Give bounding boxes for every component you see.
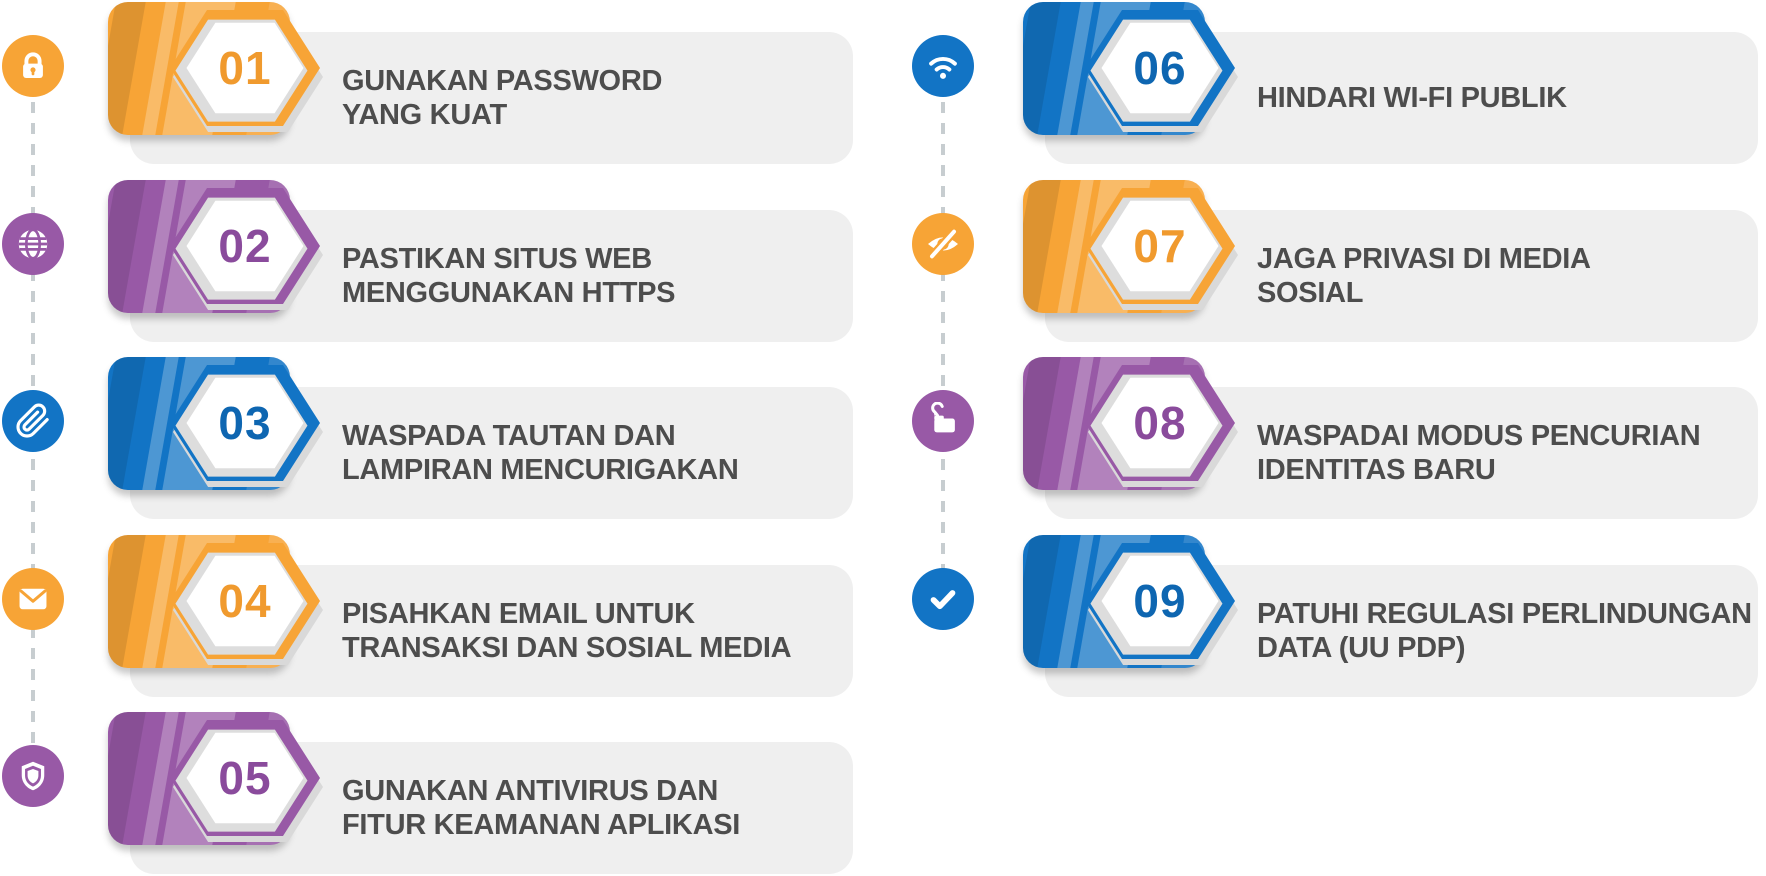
hexagon-badge <box>1085 543 1238 665</box>
hexagon-badge <box>1085 188 1238 310</box>
eye-slash-icon <box>912 213 974 275</box>
step-number: 08 <box>1133 397 1187 449</box>
hexagon-badge <box>170 10 323 132</box>
tip-item-04: 04 PISAHKAN EMAIL UNTUK TRANSAKSI DAN SO… <box>108 535 853 699</box>
tip-title: WASPADAI MODUS PENCURIAN IDENTITAS BARU <box>1257 420 1701 486</box>
tip-title: GUNAKAN ANTIVIRUS DAN FITUR KEAMANAN APL… <box>342 775 741 841</box>
step-number: 09 <box>1133 575 1187 627</box>
tip-item-07: 07 JAGA PRIVASI DI MEDIA SOSIAL <box>1023 180 1758 344</box>
hexagon-badge <box>1085 365 1238 487</box>
hexagon-badge <box>170 365 323 487</box>
step-number: 05 <box>218 752 272 804</box>
tip-item-06: 06 HINDARI WI-FI PUBLIK <box>1023 2 1758 166</box>
tip-item-01: 01 GUNAKAN PASSWORD YANG KUAT <box>108 2 853 166</box>
step-number: 06 <box>1133 42 1187 94</box>
step-number: 02 <box>218 220 272 272</box>
envelope-icon <box>2 568 64 630</box>
shield-icon <box>2 745 64 807</box>
tip-title: PATUHI REGULASI PERLINDUNGAN DATA (UU PD… <box>1257 598 1752 664</box>
tip-item-09: 09 PATUHI REGULASI PERLINDUNGAN DATA (UU… <box>1023 535 1758 699</box>
paperclip-icon <box>2 390 64 452</box>
tip-item-03: 03 WASPADA TAUTAN DAN LAMPIRAN MENCURIGA… <box>108 357 853 521</box>
tip-title: HINDARI WI-FI PUBLIK <box>1257 82 1567 114</box>
step-number: 03 <box>218 397 272 449</box>
wifi-icon <box>912 35 974 97</box>
hexagon-badge <box>1085 10 1238 132</box>
step-number: 04 <box>218 575 272 627</box>
tip-title: PASTIKAN SITUS WEB MENGGUNAKAN HTTPS <box>342 243 676 309</box>
lock-icon <box>2 35 64 97</box>
step-number: 01 <box>218 42 272 94</box>
globe-icon <box>2 213 64 275</box>
hexagon-badge <box>170 188 323 310</box>
right-timeline-dashed-line <box>941 60 945 600</box>
tip-item-02: 02 PASTIKAN SITUS WEB MENGGUNAKAN HTTPS <box>108 180 853 344</box>
step-number: 07 <box>1133 220 1187 272</box>
tip-title: JAGA PRIVASI DI MEDIA SOSIAL <box>1257 243 1591 309</box>
tip-item-08: 08 WASPADAI MODUS PENCURIAN IDENTITAS BA… <box>1023 357 1758 521</box>
hexagon-badge <box>170 720 323 842</box>
tip-title: PISAHKAN EMAIL UNTUK TRANSAKSI DAN SOSIA… <box>342 598 792 664</box>
hexagon-badge <box>170 543 323 665</box>
check-icon <box>912 568 974 630</box>
tip-item-05: 05 GUNAKAN ANTIVIRUS DAN FITUR KEAMANAN … <box>108 712 853 876</box>
tip-title: GUNAKAN PASSWORD YANG KUAT <box>342 65 663 131</box>
phishing-hook-icon <box>912 390 974 452</box>
tip-title: WASPADA TAUTAN DAN LAMPIRAN MENCURIGAKAN <box>342 420 739 486</box>
